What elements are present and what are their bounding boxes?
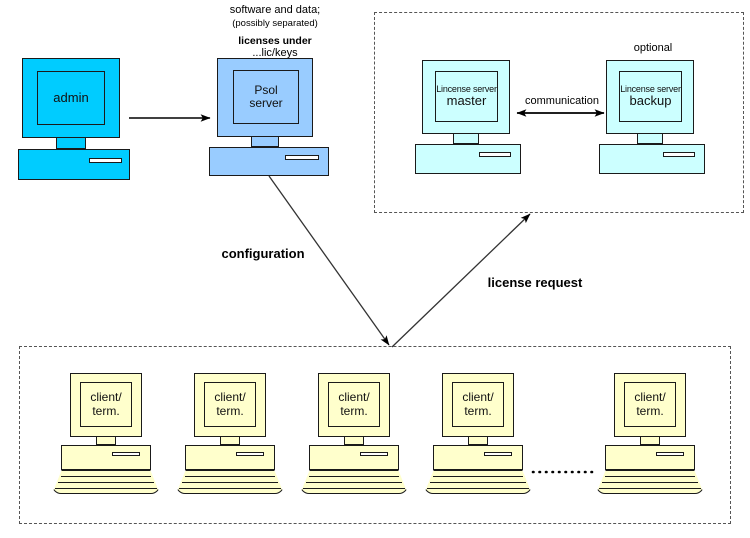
client-4-drive-slot-icon xyxy=(484,452,512,456)
client-3-screen-line2: term. xyxy=(340,403,368,418)
client-1-screen-line2: term. xyxy=(92,403,120,418)
admin-screen-label: admin xyxy=(53,89,89,105)
psol-base xyxy=(209,147,329,176)
client-2-screen-line1: client/ xyxy=(214,390,246,405)
admin-drive-slot-icon xyxy=(89,158,122,163)
psol-drive-slot-icon xyxy=(285,155,319,160)
client-4-keyboard-row xyxy=(430,482,526,483)
client-2-keyboard-row xyxy=(182,482,278,483)
psol-screen-line1: Psol xyxy=(254,82,278,97)
computer-client-1[interactable]: client/ term. xyxy=(52,373,160,499)
client-2-screen: client/ term. xyxy=(204,382,256,427)
client-3-keyboard-row xyxy=(306,482,402,483)
note-lic-keys-path: ...lic/keys xyxy=(252,47,298,59)
client-5-monitor-neck xyxy=(640,437,660,445)
client-3-screen: client/ term. xyxy=(328,382,380,427)
client-5-screen-line2: term. xyxy=(636,403,664,418)
client-4-screen-line1: client/ xyxy=(462,390,494,405)
license-backup-monitor-neck xyxy=(637,134,663,144)
client-4-monitor-neck xyxy=(468,437,488,445)
client-3-base xyxy=(309,445,399,470)
license-master-screen: Lincense server master xyxy=(435,71,498,122)
client-1-keyboard-row xyxy=(58,482,154,483)
license-master-drive-slot-icon xyxy=(479,152,511,157)
client-4-screen-line2: term. xyxy=(464,403,492,418)
client-1-drive-slot-icon xyxy=(112,452,140,456)
client-5-screen: client/ term. xyxy=(624,382,676,427)
client-3-keyboard-row xyxy=(309,476,399,477)
client-2-keyboard-row xyxy=(185,476,275,477)
edge-label-license-request: license request xyxy=(487,275,583,290)
client-1-screen: client/ term. xyxy=(80,382,132,427)
client-5-keyboard-row xyxy=(605,476,695,477)
license-master-screen-title: Lincense server xyxy=(436,84,497,95)
client-2-keyboard-row xyxy=(179,488,281,489)
client-2-screen-line2: term. xyxy=(216,403,244,418)
license-master-base xyxy=(415,144,521,174)
computer-license-backup[interactable]: Lincense server backup xyxy=(599,60,705,174)
psol-screen-line2: server xyxy=(249,96,283,110)
admin-monitor-neck xyxy=(56,138,86,149)
computer-admin[interactable]: admin xyxy=(18,58,130,180)
edge-label-communication: communication xyxy=(525,95,599,107)
client-5-screen-line1: client/ xyxy=(634,390,666,405)
client-1-base xyxy=(61,445,151,470)
computer-psol-server[interactable]: Psol server xyxy=(209,58,329,176)
note-licenses-under: licenses under xyxy=(238,35,312,47)
admin-base xyxy=(18,149,130,180)
client-3-monitor-neck xyxy=(344,437,364,445)
client-4-screen: client/ term. xyxy=(452,382,504,427)
computer-license-master[interactable]: Lincense server master xyxy=(415,60,521,174)
client-5-keyboard-row xyxy=(602,482,698,483)
client-1-screen-line1: client/ xyxy=(90,390,122,405)
client-3-keyboard-row xyxy=(303,488,405,489)
client-2-drive-slot-icon xyxy=(236,452,264,456)
license-master-screen-role: master xyxy=(446,93,487,109)
computer-client-4[interactable]: client/ term. xyxy=(424,373,532,499)
edge-label-configuration: configuration xyxy=(221,246,305,261)
client-5-base xyxy=(605,445,695,470)
note-software-and-data: software and data; xyxy=(229,4,321,16)
client-group-frame xyxy=(19,346,731,524)
client-2-base xyxy=(185,445,275,470)
client-4-base xyxy=(433,445,523,470)
computer-client-3[interactable]: client/ term. xyxy=(300,373,408,499)
client-1-monitor-neck xyxy=(96,437,116,445)
license-backup-screen: Lincense server backup xyxy=(619,71,682,122)
psol-monitor-neck xyxy=(251,137,279,147)
client-4-keyboard-row xyxy=(433,476,523,477)
client-5-drive-slot-icon xyxy=(656,452,684,456)
license-backup-screen-title: Lincense server xyxy=(620,84,681,95)
license-backup-drive-slot-icon xyxy=(663,152,695,157)
note-possibly-separated: (possibly separated) xyxy=(232,18,318,29)
license-backup-base xyxy=(599,144,705,174)
client-4-keyboard-row xyxy=(427,488,529,489)
client-3-screen-line1: client/ xyxy=(338,390,370,405)
psol-screen: Psol server xyxy=(233,70,299,124)
license-master-monitor-neck xyxy=(453,134,479,144)
license-backup-caption: optional xyxy=(633,42,673,54)
computer-client-5[interactable]: client/ term. xyxy=(596,373,704,499)
license-server-group-frame xyxy=(374,12,744,213)
license-backup-screen-role: backup xyxy=(629,93,672,109)
client-5-keyboard-row xyxy=(599,488,701,489)
admin-screen: admin xyxy=(37,71,105,125)
client-1-keyboard-row xyxy=(61,476,151,477)
computer-client-2[interactable]: client/ term. xyxy=(176,373,284,499)
client-2-monitor-neck xyxy=(220,437,240,445)
client-1-keyboard-row xyxy=(55,488,157,489)
client-3-drive-slot-icon xyxy=(360,452,388,456)
